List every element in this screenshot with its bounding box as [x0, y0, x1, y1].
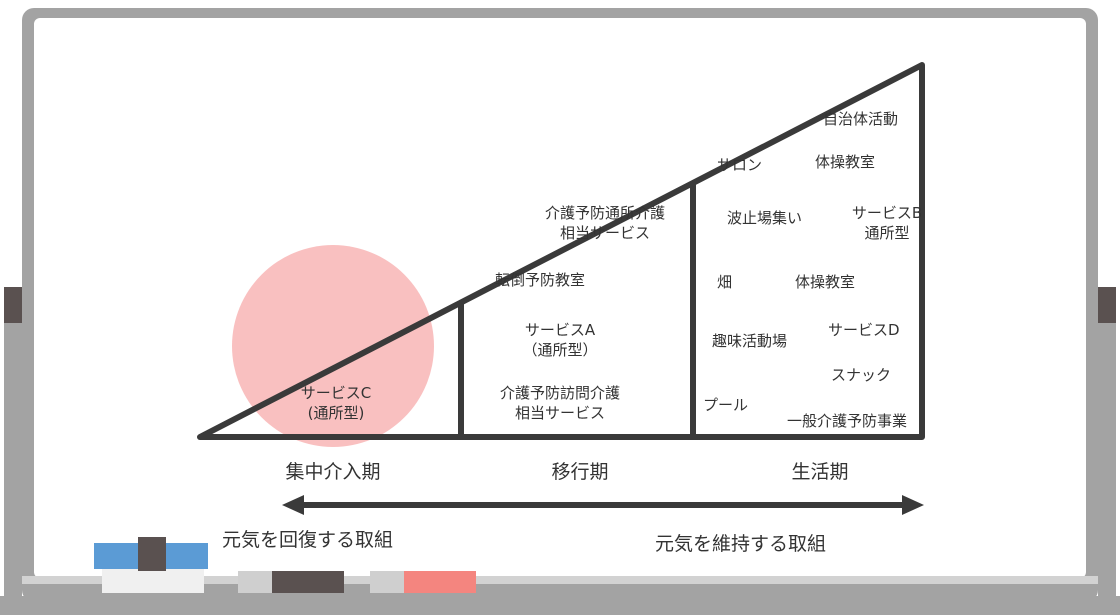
marker-red-cap — [370, 571, 404, 593]
label-exercise-class-2: 体操教室 — [795, 273, 856, 291]
marker-tray-top — [22, 576, 1098, 584]
label-pool: プール — [703, 396, 749, 414]
label-exercise-class-1: 体操教室 — [815, 153, 876, 171]
stage-triangle — [197, 62, 925, 440]
label-snack: スナック — [831, 366, 892, 384]
marker-dark — [272, 571, 344, 593]
label-general-prevention: 一般介護予防事業 — [787, 412, 908, 430]
label-service-c: サービスC (通所型) — [300, 384, 372, 422]
label-service-a: サービスA （通所型） — [522, 321, 598, 359]
marker-dark-cap — [238, 571, 272, 593]
marker-red — [404, 571, 476, 593]
label-local-activity: 自治体活動 — [823, 110, 899, 128]
label-fall-prevention: 転倒予防教室 — [494, 271, 585, 289]
label-service-b: サービスB 通所型 — [851, 204, 923, 242]
label-field: 畑 — [717, 273, 733, 291]
board-surface — [34, 18, 1086, 578]
magnet-base — [102, 569, 204, 593]
phase-label-transition: 移行期 — [551, 461, 609, 483]
caption-recover: 元気を回復する取組 — [222, 529, 394, 551]
label-salon: サロン — [717, 156, 763, 174]
marker-tray-ledge — [0, 596, 1120, 615]
stand-post-left-cap — [4, 287, 22, 323]
label-day-care-equivalent: 介護予防通所介護 相当サービス — [544, 204, 665, 242]
label-home-visit-equivalent: 介護予防訪問介護 相当サービス — [499, 384, 620, 422]
label-service-d: サービスD — [828, 321, 900, 339]
caption-maintain: 元気を維持する取組 — [655, 533, 827, 555]
stand-post-left — [4, 287, 22, 607]
phase-label-daily-life: 生活期 — [791, 461, 849, 483]
stand-post-right — [1098, 287, 1116, 607]
stand-post-right-cap — [1098, 287, 1116, 323]
label-breakwater-gathering: 波止場集い — [727, 209, 803, 227]
arrow-head-left — [282, 495, 304, 515]
label-hobby-place: 趣味活動場 — [712, 332, 788, 350]
arrow-head-right — [902, 495, 924, 515]
magnet-clip — [138, 537, 166, 571]
phase-label-intensive: 集中介入期 — [285, 461, 381, 483]
